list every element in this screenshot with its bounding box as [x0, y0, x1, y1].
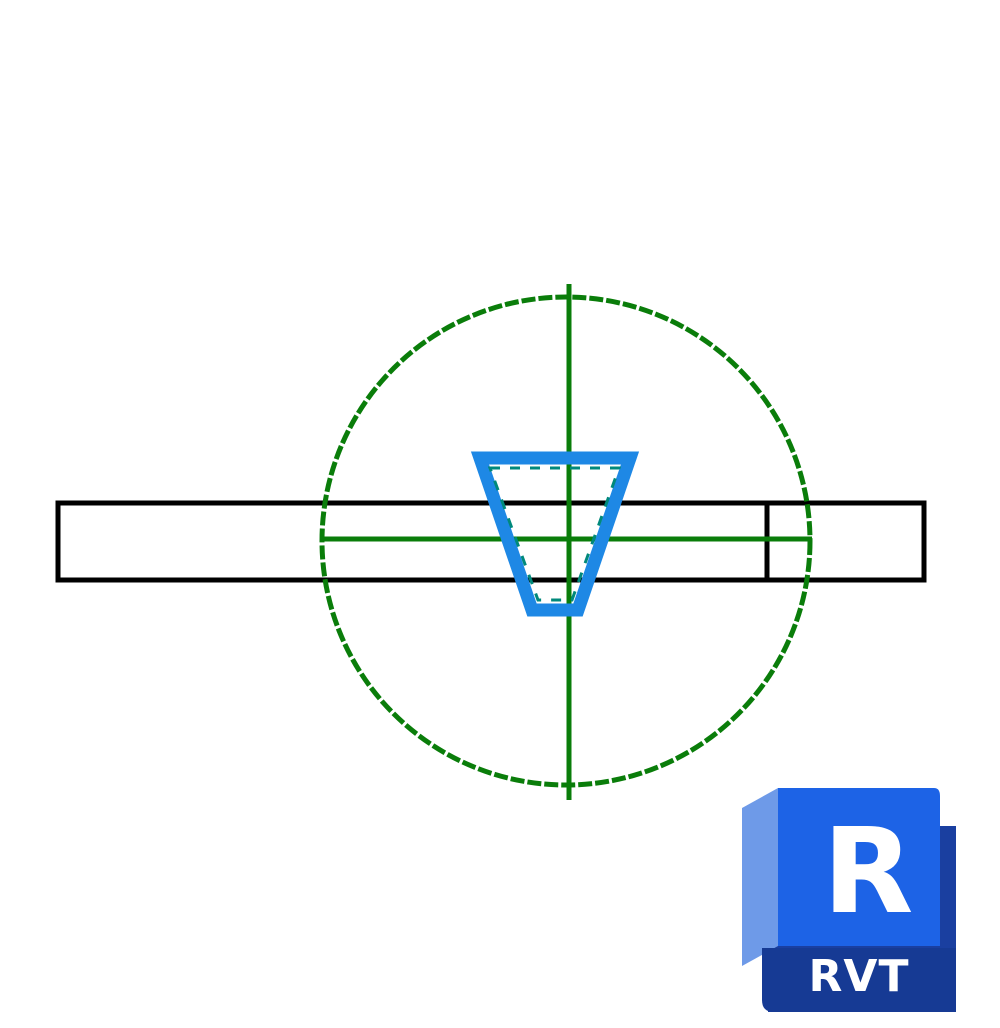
logo-shape [742, 788, 956, 1012]
triangle-down-icon [470, 451, 640, 617]
logo-letter: R [822, 802, 914, 940]
revit-logo-icon: R RVT [738, 786, 960, 1016]
logo-caption: RVT [808, 951, 910, 1002]
